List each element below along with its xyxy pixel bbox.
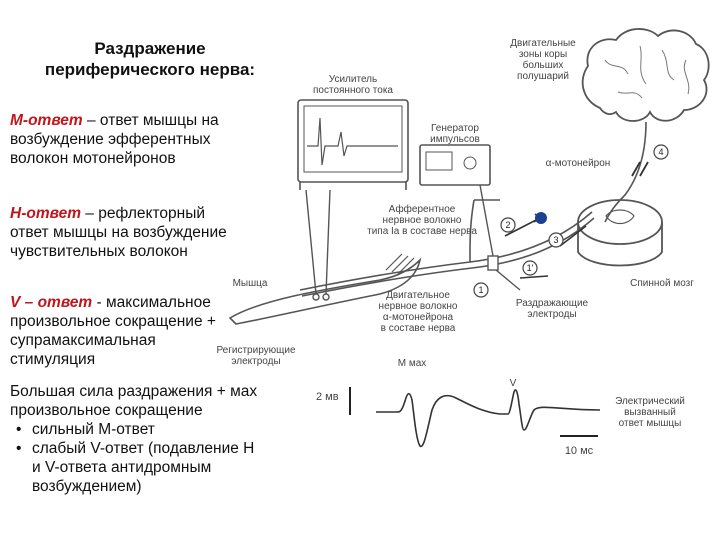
evoked-response-plot bbox=[349, 387, 601, 448]
label-line: Афферентное bbox=[388, 204, 456, 215]
label-line: Двигательное bbox=[386, 290, 450, 301]
label-line: Двигательные bbox=[510, 38, 576, 49]
label-line: постоянного тока bbox=[313, 85, 393, 96]
label-recording-electrodes: Регистрирующие электроды bbox=[206, 345, 306, 367]
label-spinal-cord: Спинной мозг bbox=[630, 278, 694, 289]
label-line: электроды bbox=[231, 356, 281, 367]
label-v-wave: V bbox=[509, 378, 517, 389]
definition-text: стимуляция bbox=[10, 351, 96, 368]
label-amplifier: Усилитель постоянного тока bbox=[298, 74, 408, 96]
stimulating-electrodes bbox=[479, 184, 521, 291]
descending-arrow bbox=[631, 161, 649, 177]
generator-panel bbox=[425, 151, 453, 171]
label-line: в составе нерва bbox=[380, 323, 456, 334]
label-generator: Генератор импульсов bbox=[420, 123, 490, 145]
label-afferent-fibre: Афферентное нервное волокно типа Iа в со… bbox=[360, 204, 484, 237]
label-scale-mv: 2 мв bbox=[316, 391, 339, 403]
brain-outline bbox=[581, 28, 710, 122]
definition-text: ответ мышцы на возбуждение bbox=[10, 224, 227, 241]
oscilloscope bbox=[297, 99, 409, 190]
definition-text: чувствительных волокон bbox=[10, 243, 188, 260]
definition-v-response: V – ответ - максимальное произвольное со… bbox=[10, 293, 300, 369]
nerve-fibres bbox=[299, 199, 595, 297]
muscle bbox=[228, 253, 422, 325]
label-stimulating-electrodes: Раздражающие электроды bbox=[508, 298, 596, 320]
oscilloscope-trace bbox=[307, 117, 398, 166]
label-line: нервное волокно bbox=[378, 301, 458, 312]
label-line: полушарий bbox=[517, 71, 569, 82]
summary-bullets: сильный М-ответ слабый V-ответ (подавлен… bbox=[10, 420, 310, 496]
label-line: Раздражающие bbox=[515, 298, 589, 309]
label-scale-ms: 10 мс bbox=[564, 445, 594, 457]
title-line-1: Раздражение bbox=[94, 39, 206, 58]
definition-text: - максимальное bbox=[92, 294, 211, 311]
label-line: вызванный bbox=[624, 407, 676, 418]
bullet-text: сильный М-ответ bbox=[32, 421, 155, 438]
bullet-text: слабый V-ответ (подавление Н bbox=[32, 440, 255, 457]
definition-text: возбуждение эфферентных bbox=[10, 131, 211, 148]
brain-sulci bbox=[604, 45, 690, 99]
generator-body bbox=[419, 144, 491, 186]
definition-m-response: М-ответ – ответ мышцы на возбуждение эфф… bbox=[10, 111, 300, 168]
page-title: Раздражение периферического нерва: bbox=[10, 38, 290, 80]
label-efferent-fibre: Двигательное нервное волокно α-мотонейро… bbox=[362, 290, 474, 334]
evoked-trace bbox=[376, 389, 601, 448]
summary-line: Большая сила раздражения + мах bbox=[10, 383, 258, 400]
oscilloscope-screen bbox=[303, 105, 403, 173]
bullet-item: сильный М-ответ bbox=[10, 420, 310, 439]
definition-h-response: Н-ответ – рефлекторный ответ мышцы на во… bbox=[10, 204, 300, 261]
label-line: Электрический bbox=[615, 396, 685, 407]
label-line: Генератор bbox=[431, 123, 479, 134]
oscilloscope-body bbox=[297, 99, 409, 183]
bullet-text: возбуждением) bbox=[32, 478, 142, 495]
label-cortex: Двигательные зоны коры больших полушарий bbox=[500, 38, 586, 82]
arrow-efferent bbox=[519, 275, 549, 279]
dot-marker bbox=[535, 212, 547, 224]
label-m-max: М мах bbox=[397, 358, 427, 369]
generator-knob bbox=[463, 156, 477, 170]
descending-tract bbox=[604, 121, 647, 223]
label-line: импульсов bbox=[430, 134, 480, 145]
recording-electrodes bbox=[305, 189, 331, 301]
definition-text: произвольное сокращение + bbox=[10, 313, 216, 330]
label-line: ответ мышцы bbox=[618, 418, 682, 429]
spinal-cord bbox=[577, 199, 663, 267]
title-line-2: периферического нерва: bbox=[44, 60, 256, 79]
term-m-response: М-ответ bbox=[10, 112, 83, 129]
label-line: зоны коры bbox=[518, 49, 568, 60]
term-h-response: Н-ответ bbox=[10, 205, 81, 222]
term-v-response: V – ответ bbox=[10, 294, 93, 311]
bullet-item: слабый V-ответ (подавление Н и V-ответа … bbox=[10, 439, 310, 496]
arrow-spinal bbox=[559, 225, 587, 247]
definition-text: – ответ мышцы на bbox=[82, 112, 219, 129]
label-line: α-мотонейрона bbox=[382, 312, 454, 323]
definition-text: – рефлекторный bbox=[80, 205, 206, 222]
label-line: типа Iа в составе нерва bbox=[367, 226, 477, 237]
pulse-generator bbox=[419, 144, 491, 186]
label-muscle: Мышца bbox=[232, 278, 268, 289]
label-line: Регистрирующие bbox=[216, 345, 296, 356]
label-line: электроды bbox=[527, 309, 577, 320]
summary-block: Большая сила раздражения + мах произволь… bbox=[10, 382, 310, 496]
summary-line: произвольное сокращение bbox=[10, 402, 203, 419]
definition-text: волокон мотонейронов bbox=[10, 150, 176, 167]
label-evoked-response: Электрический вызванный ответ мышцы bbox=[608, 396, 692, 429]
label-line: Усилитель bbox=[328, 74, 378, 85]
label-line: нервное волокно bbox=[382, 215, 462, 226]
label-motoneuron: α-мотонейрон bbox=[545, 158, 611, 169]
bullet-text: и V-ответа антидромным bbox=[32, 459, 212, 476]
label-line: больших bbox=[522, 60, 564, 71]
definition-text: супрамаксимальная bbox=[10, 332, 156, 349]
